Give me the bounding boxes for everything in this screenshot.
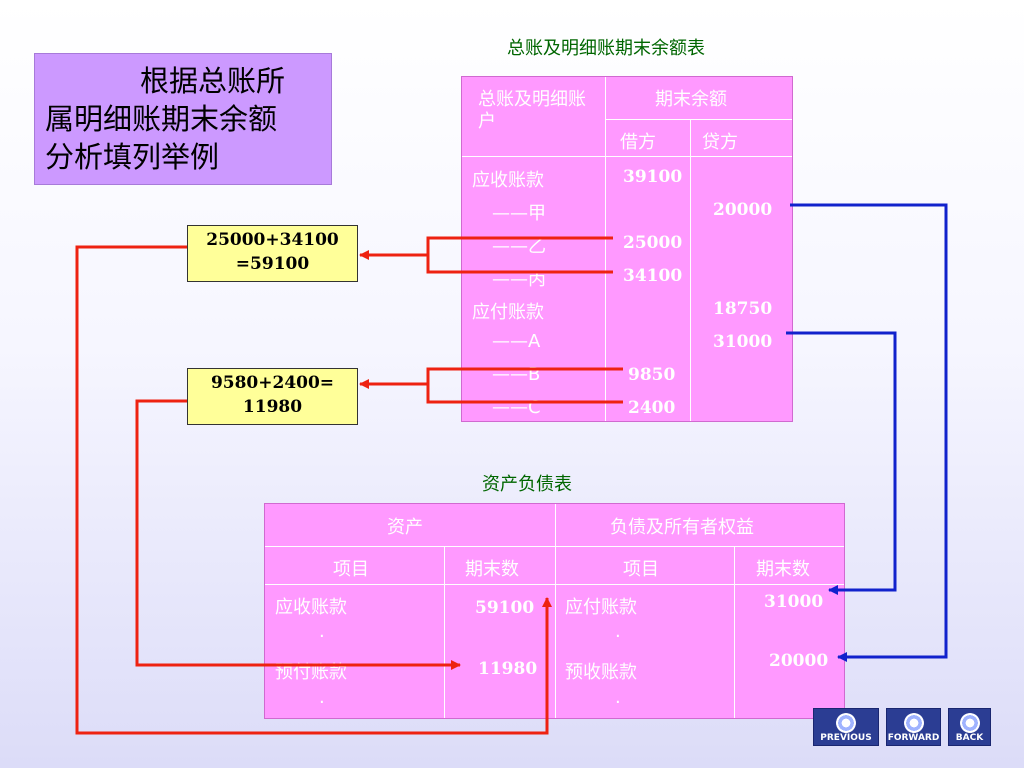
previous-label: PREVIOUS	[820, 733, 872, 743]
arrow-bc-to-calc2	[426, 367, 623, 404]
bs-left-item-3: ·	[319, 692, 325, 713]
calc1-line1: 25000+34100	[206, 230, 339, 250]
bs-header-item-left: 项目	[333, 559, 369, 580]
title-line-1: 根据总账所	[140, 64, 286, 98]
ledger-account-3: ——丙	[492, 269, 546, 290]
previous-button[interactable]: PREVIOUS	[813, 708, 879, 746]
bs-left-value-2: 11980	[478, 659, 538, 679]
bs-right-item-1: ·	[615, 626, 621, 647]
ledger-credit-1: 20000	[713, 200, 773, 220]
title-line-3: 分析填列举例	[45, 140, 220, 174]
calc-box-receivable: 25000+34100 =59100	[187, 225, 358, 282]
arrow-a-to-payable	[786, 331, 897, 595]
ledger-account-5: ——A	[492, 331, 541, 352]
example-title: 根据总账所 属明细账期末余额 分析填列举例	[34, 53, 332, 185]
forward-button[interactable]: FORWARD	[886, 708, 941, 746]
arrow-calc1-to-bs	[75, 245, 552, 735]
ledger-account-4: 应付账款	[472, 302, 544, 323]
ledger-header-balance: 期末余额	[655, 89, 727, 110]
ledger-credit-4: 18750	[713, 299, 773, 319]
ledger-header-account: 总账及明细账户	[478, 89, 586, 132]
ledger-header-credit: 贷方	[702, 132, 738, 153]
bs-right-item-3: ·	[615, 692, 621, 713]
bs-left-item-1: ·	[319, 626, 325, 647]
balance-sheet-table: 资产 负债及所有者权益 项目 期末数 项目 期末数 应收账款 59100 · 预…	[264, 503, 845, 719]
forward-label: FORWARD	[887, 733, 940, 743]
calc1-line2: =59100	[235, 254, 310, 274]
calc-box-prepaid: 9580+2400= 11980	[187, 368, 358, 425]
bs-header-assets: 资产	[387, 517, 423, 538]
ledger-account-1: ——甲	[492, 203, 546, 224]
ledger-header-debit: 借方	[620, 132, 656, 153]
ledger-caption: 总账及明细账期末余额表	[507, 38, 705, 59]
ledger-debit-6: 9850	[628, 365, 676, 385]
back-button[interactable]: BACK	[948, 708, 991, 746]
bs-header-item-right: 项目	[623, 559, 659, 580]
arrow-yi-to-calc1	[426, 236, 613, 274]
bs-header-amount-left: 期末数	[465, 559, 519, 580]
back-label: BACK	[955, 733, 984, 743]
balance-sheet-caption: 资产负债表	[482, 474, 572, 495]
ledger-debit-3: 34100	[623, 266, 683, 286]
bs-right-item-0: 应付账款	[565, 597, 637, 618]
ledger-account-0: 应收账款	[472, 170, 544, 191]
bs-header-liabilities: 负债及所有者权益	[610, 517, 754, 538]
ledger-account-2: ——乙	[492, 236, 546, 257]
previous-icon	[836, 713, 856, 733]
ledger-debit-2: 25000	[623, 233, 683, 253]
ledger-debit-0: 39100	[623, 167, 683, 187]
calc2-line1: 9580+2400=	[210, 373, 335, 393]
bs-left-item-0: 应收账款	[275, 597, 347, 618]
bs-right-value-0: 31000	[764, 592, 824, 612]
back-icon	[959, 713, 980, 733]
arrow-calc2-to-bs	[135, 399, 461, 670]
ledger-credit-5: 31000	[713, 332, 773, 352]
bs-right-value-2: 20000	[769, 651, 829, 671]
ledger-debit-7: 2400	[628, 398, 676, 418]
title-line-2: 属明细账期末余额	[45, 102, 278, 136]
calc2-line2: 11980	[242, 397, 303, 417]
bs-header-amount-right: 期末数	[756, 559, 810, 580]
bs-left-item-2: 预付账款	[275, 662, 347, 683]
forward-icon	[903, 713, 924, 733]
ledger-table: 总账及明细账户 期末余额 借方 贷方 应收账款 39100 ——甲 20000 …	[461, 76, 793, 422]
bs-right-item-2: 预收账款	[565, 662, 637, 683]
bs-left-value-0: 59100	[475, 598, 535, 618]
